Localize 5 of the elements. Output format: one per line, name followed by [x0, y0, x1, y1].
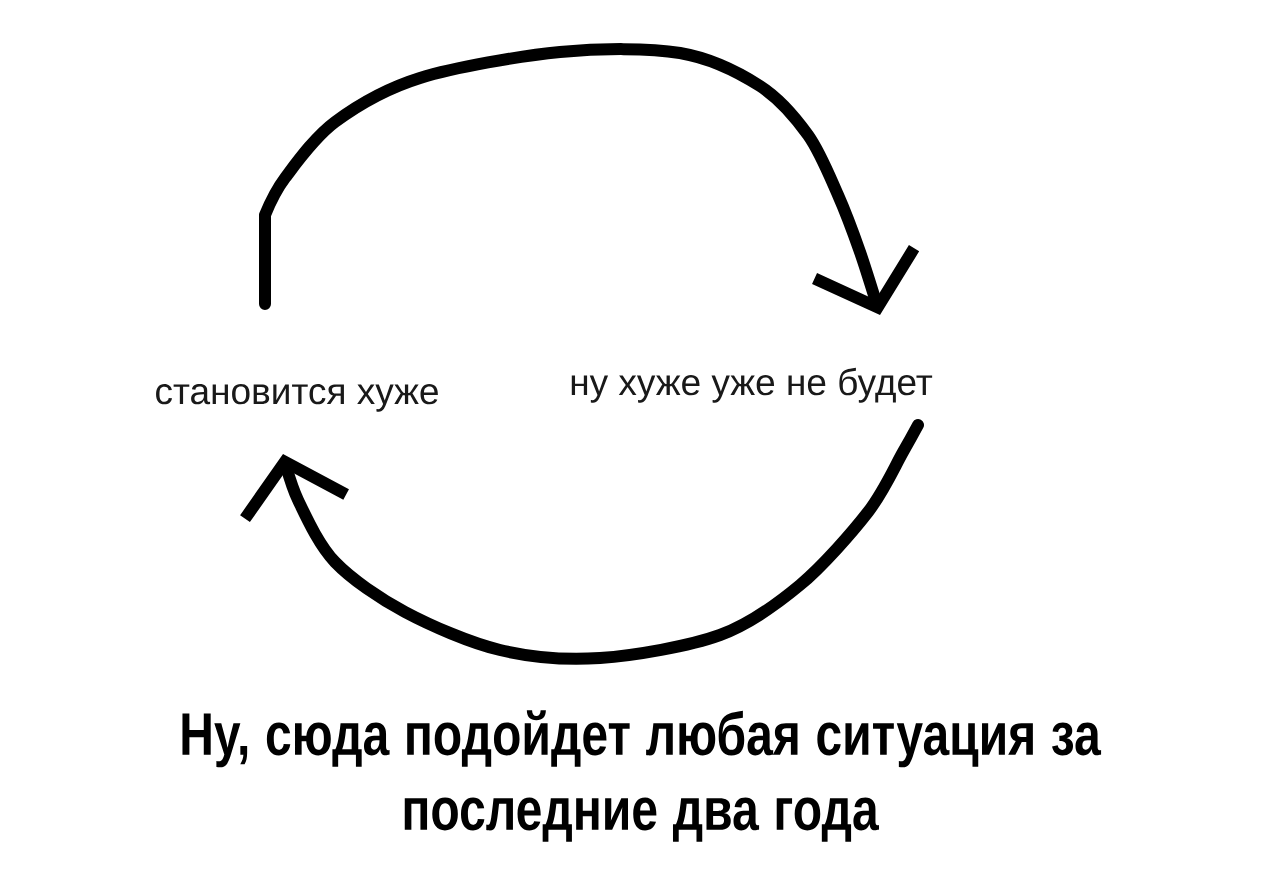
curved-arrow [259, 43, 920, 315]
caption-text: Ну, сюда подойдет любая ситуация за последние два года [182, 710, 1102, 842]
text-label: ну хуже уже не будет [571, 367, 933, 403]
curved-arrow [240, 419, 924, 665]
text-label: становится хуже [156, 384, 438, 412]
